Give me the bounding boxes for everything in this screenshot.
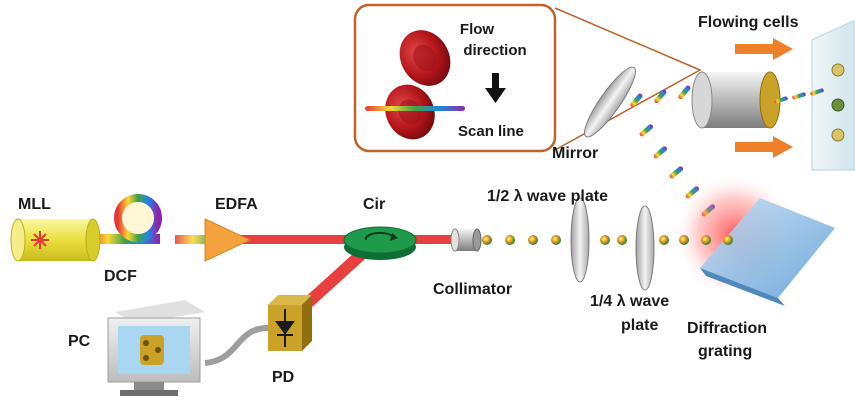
pc-monitor <box>107 300 205 396</box>
edfa-amplifier-icon <box>204 218 252 262</box>
mirror-label: Mirror <box>552 145 598 162</box>
photodetector <box>268 295 312 351</box>
edfa-label: EDFA <box>215 196 258 213</box>
inset-border <box>353 3 557 153</box>
mll-label: MLL <box>18 196 51 213</box>
beam-mirror-to-objective <box>630 85 691 108</box>
beam-cir-to-collimator <box>395 235 455 244</box>
mll-laser <box>10 218 101 262</box>
half-wave-plate <box>570 197 590 283</box>
flow-arrow-bottom-icon <box>735 136 793 158</box>
pd-pc-cable <box>204 325 269 366</box>
mirror <box>584 66 636 138</box>
quarter-wave-plate <box>635 205 655 291</box>
diode-icon <box>275 309 295 347</box>
red-blood-cell-lower <box>385 84 435 140</box>
objective-lens <box>691 71 781 129</box>
beam-edfa-to-cir <box>240 235 360 244</box>
quarter-wave-plate-label-1: 1/4 λ wave <box>590 293 669 310</box>
laser-star-icon <box>31 231 49 249</box>
diffraction-grating <box>673 173 835 306</box>
scan-line-label: Scan line <box>458 123 524 140</box>
half-wave-plate-label: 1/2 λ wave plate <box>487 188 608 205</box>
diffraction-grating-label-2: grating <box>698 343 752 360</box>
flow-arrow-top-icon <box>735 38 793 60</box>
collimator <box>450 228 482 252</box>
dcf-coil <box>114 194 162 242</box>
diffraction-grating-label-1: Diffraction <box>687 320 767 337</box>
cir-label: Cir <box>363 196 385 213</box>
pulse-train <box>482 235 733 245</box>
beam-to-cells <box>774 88 824 104</box>
inset-panel: Flow direction Scan line <box>353 3 702 153</box>
scan-line-icon <box>365 106 465 111</box>
quarter-wave-plate-label-2: plate <box>621 317 658 334</box>
circulator <box>343 226 417 260</box>
flowing-cells-label: Flowing cells <box>698 14 799 31</box>
flow-arrow-down-icon <box>485 73 506 103</box>
pc-label: PC <box>68 333 91 350</box>
flow-direction-label-2: direction <box>463 42 526 59</box>
dcf-label: DCF <box>104 268 137 285</box>
collimator-label: Collimator <box>433 281 512 298</box>
beam-mll-to-dcf <box>90 234 160 244</box>
screen-cell-icon <box>140 335 164 365</box>
flow-direction-label-1: Flow <box>460 21 494 38</box>
flow-chip <box>811 19 855 171</box>
pd-label: PD <box>272 369 294 386</box>
red-blood-cell-upper <box>399 30 451 86</box>
